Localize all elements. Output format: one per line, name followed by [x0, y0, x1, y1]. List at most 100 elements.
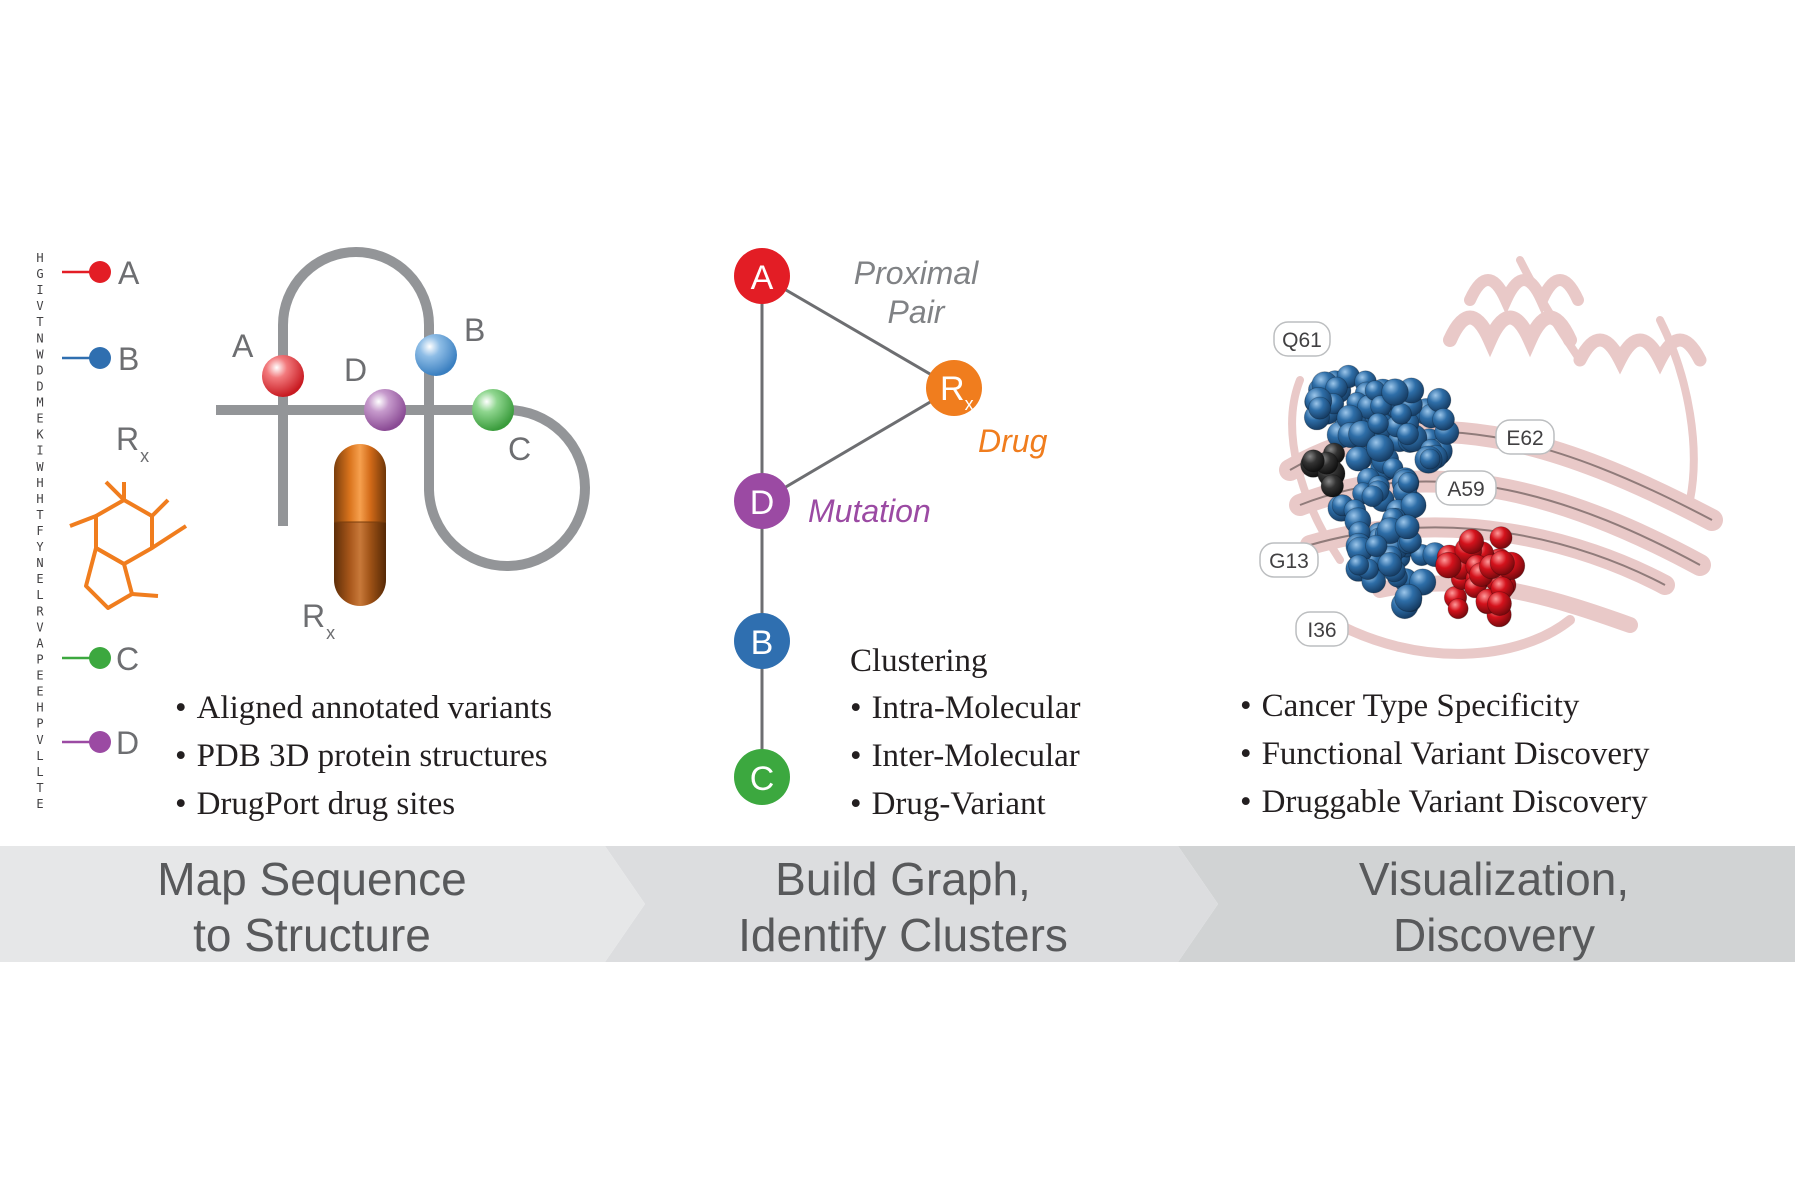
graph-node-b [734, 613, 790, 669]
sequence-residue: V [36, 299, 43, 313]
blue-sphere [1377, 552, 1403, 577]
svg-text:G13: G13 [1269, 550, 1309, 573]
drug-molecule-icon [69, 480, 188, 610]
sequence-residue: I [36, 444, 43, 458]
sequence-residue: M [36, 396, 43, 410]
legend-b-dot [89, 347, 111, 369]
sequence-residue: Y [36, 540, 44, 554]
mutation-label: Mutation [808, 493, 931, 529]
blue-sphere [1426, 387, 1452, 413]
structure-label-c: C [508, 431, 531, 467]
drug-capsule-icon [334, 444, 386, 606]
legend-a-label: A [118, 255, 140, 291]
sequence-residue: D [36, 379, 43, 393]
residue-label-q61: Q61 [1273, 321, 1331, 357]
blue-sphere [1348, 420, 1376, 448]
sequence-residue: W [36, 347, 44, 361]
sequence-residue: H [36, 251, 43, 265]
sequence-residue: K [36, 428, 44, 442]
sequence-residue: T [36, 508, 43, 522]
sequence-residue: N [36, 556, 43, 570]
sequence-residue: V [36, 620, 43, 634]
sequence-residue: H [36, 476, 43, 490]
panel1-bullet-1: •Aligned annotated variants [175, 690, 552, 726]
legend-d-label: D [116, 725, 139, 761]
graph-node-drug [926, 360, 982, 416]
sequence-residue: L [36, 749, 43, 763]
step3-title-line2: Discovery [1393, 909, 1595, 961]
graph-node-c-label: C [750, 760, 775, 798]
residue-label-g13: G13 [1259, 542, 1319, 578]
step2-title-line2: Identify Clusters [738, 909, 1068, 961]
graph-node-d-label: D [750, 484, 775, 522]
svg-text:I36: I36 [1307, 619, 1336, 642]
variant-sphere-clusters [1300, 364, 1526, 628]
legend-c-dot [89, 647, 111, 669]
black-sphere [1301, 449, 1325, 473]
blue-sphere [1366, 433, 1395, 463]
blue-sphere [1345, 446, 1371, 472]
sequence-residue: R [36, 604, 44, 618]
structure-label-d: D [344, 352, 367, 388]
protein-backbone-schematic: A D B C Rx [216, 247, 590, 643]
graph-edge-a-rx [761, 274, 955, 390]
blue-sphere [1348, 554, 1370, 576]
panel1-bullets: •Aligned annotated variants •PDB 3D prot… [175, 690, 552, 822]
variant-sphere-b [415, 334, 457, 376]
panel2-bullet-3: •Drug-Variant [850, 786, 1046, 822]
panel3-bullet-2: •Functional Variant Discovery [1240, 736, 1650, 772]
clustering-heading: Clustering [850, 643, 988, 679]
blue-sphere [1396, 422, 1419, 446]
banner-step-2 [605, 846, 1218, 962]
panel3-bullet-3: •Druggable Variant Discovery [1240, 784, 1648, 820]
red-sphere [1487, 591, 1512, 616]
sequence-residue: E [36, 572, 43, 586]
proximal-pair-label-line1: Proximal [854, 255, 979, 291]
sequence-residue: P [36, 717, 43, 731]
panel2-text: Clustering •Intra-Molecular •Inter-Molec… [850, 643, 1080, 822]
red-sphere [1435, 551, 1462, 579]
legend-drug-label: Rx [116, 421, 149, 466]
sequence-residue: I [36, 283, 43, 297]
structure-label-a: A [232, 328, 254, 364]
blue-sphere [1361, 485, 1384, 508]
sequence-residue: E [36, 685, 43, 699]
graph-node-d [734, 473, 790, 529]
panel3-bullet-1: •Cancer Type Specificity [1240, 688, 1580, 724]
step2-title-line1: Build Graph, [775, 853, 1031, 905]
red-sphere [1489, 526, 1513, 550]
variant-sphere-c [472, 389, 514, 431]
sequence-residue: G [36, 267, 43, 281]
blue-sphere [1432, 407, 1455, 431]
blue-sphere [1367, 412, 1389, 435]
step1-title-line2: to Structure [193, 909, 431, 961]
graph-node-a [734, 248, 790, 304]
blue-sphere [1394, 583, 1423, 613]
sequence-residue: D [36, 363, 43, 377]
graph-node-b-label: B [751, 624, 774, 662]
step3-title-line1: Visualization, [1359, 853, 1629, 905]
residue-labels: Q61 E62 A59 G13 I36 [1259, 321, 1555, 647]
sequence-residue: F [36, 524, 43, 538]
panel2-bullet-1: •Intra-Molecular [850, 690, 1080, 726]
svg-text:E62: E62 [1506, 427, 1543, 450]
proximal-pair-label-line2: Pair [888, 294, 946, 330]
workflow-banner: Map Sequence to Structure Build Graph, I… [0, 846, 1795, 962]
blue-sphere [1308, 396, 1332, 420]
blue-sphere [1365, 534, 1388, 558]
cluster-graph: A Rx D B C Proximal Pair Drug Mutation [734, 248, 1048, 805]
black-sphere [1320, 474, 1344, 498]
sequence-residue: N [36, 331, 43, 345]
sequence-residue: E [36, 412, 43, 426]
backbone-path [216, 247, 590, 571]
legend-a-dot [89, 261, 111, 283]
sequence-residue: P [36, 652, 43, 666]
svg-text:A59: A59 [1447, 478, 1484, 501]
graph-node-a-label: A [751, 259, 774, 297]
banner-step-1 [0, 846, 645, 962]
protein-3d-rendering: Q61 E62 A59 G13 I36 [1259, 256, 1723, 659]
sequence-residue: L [36, 588, 43, 602]
drug-label: Drug [978, 423, 1048, 459]
